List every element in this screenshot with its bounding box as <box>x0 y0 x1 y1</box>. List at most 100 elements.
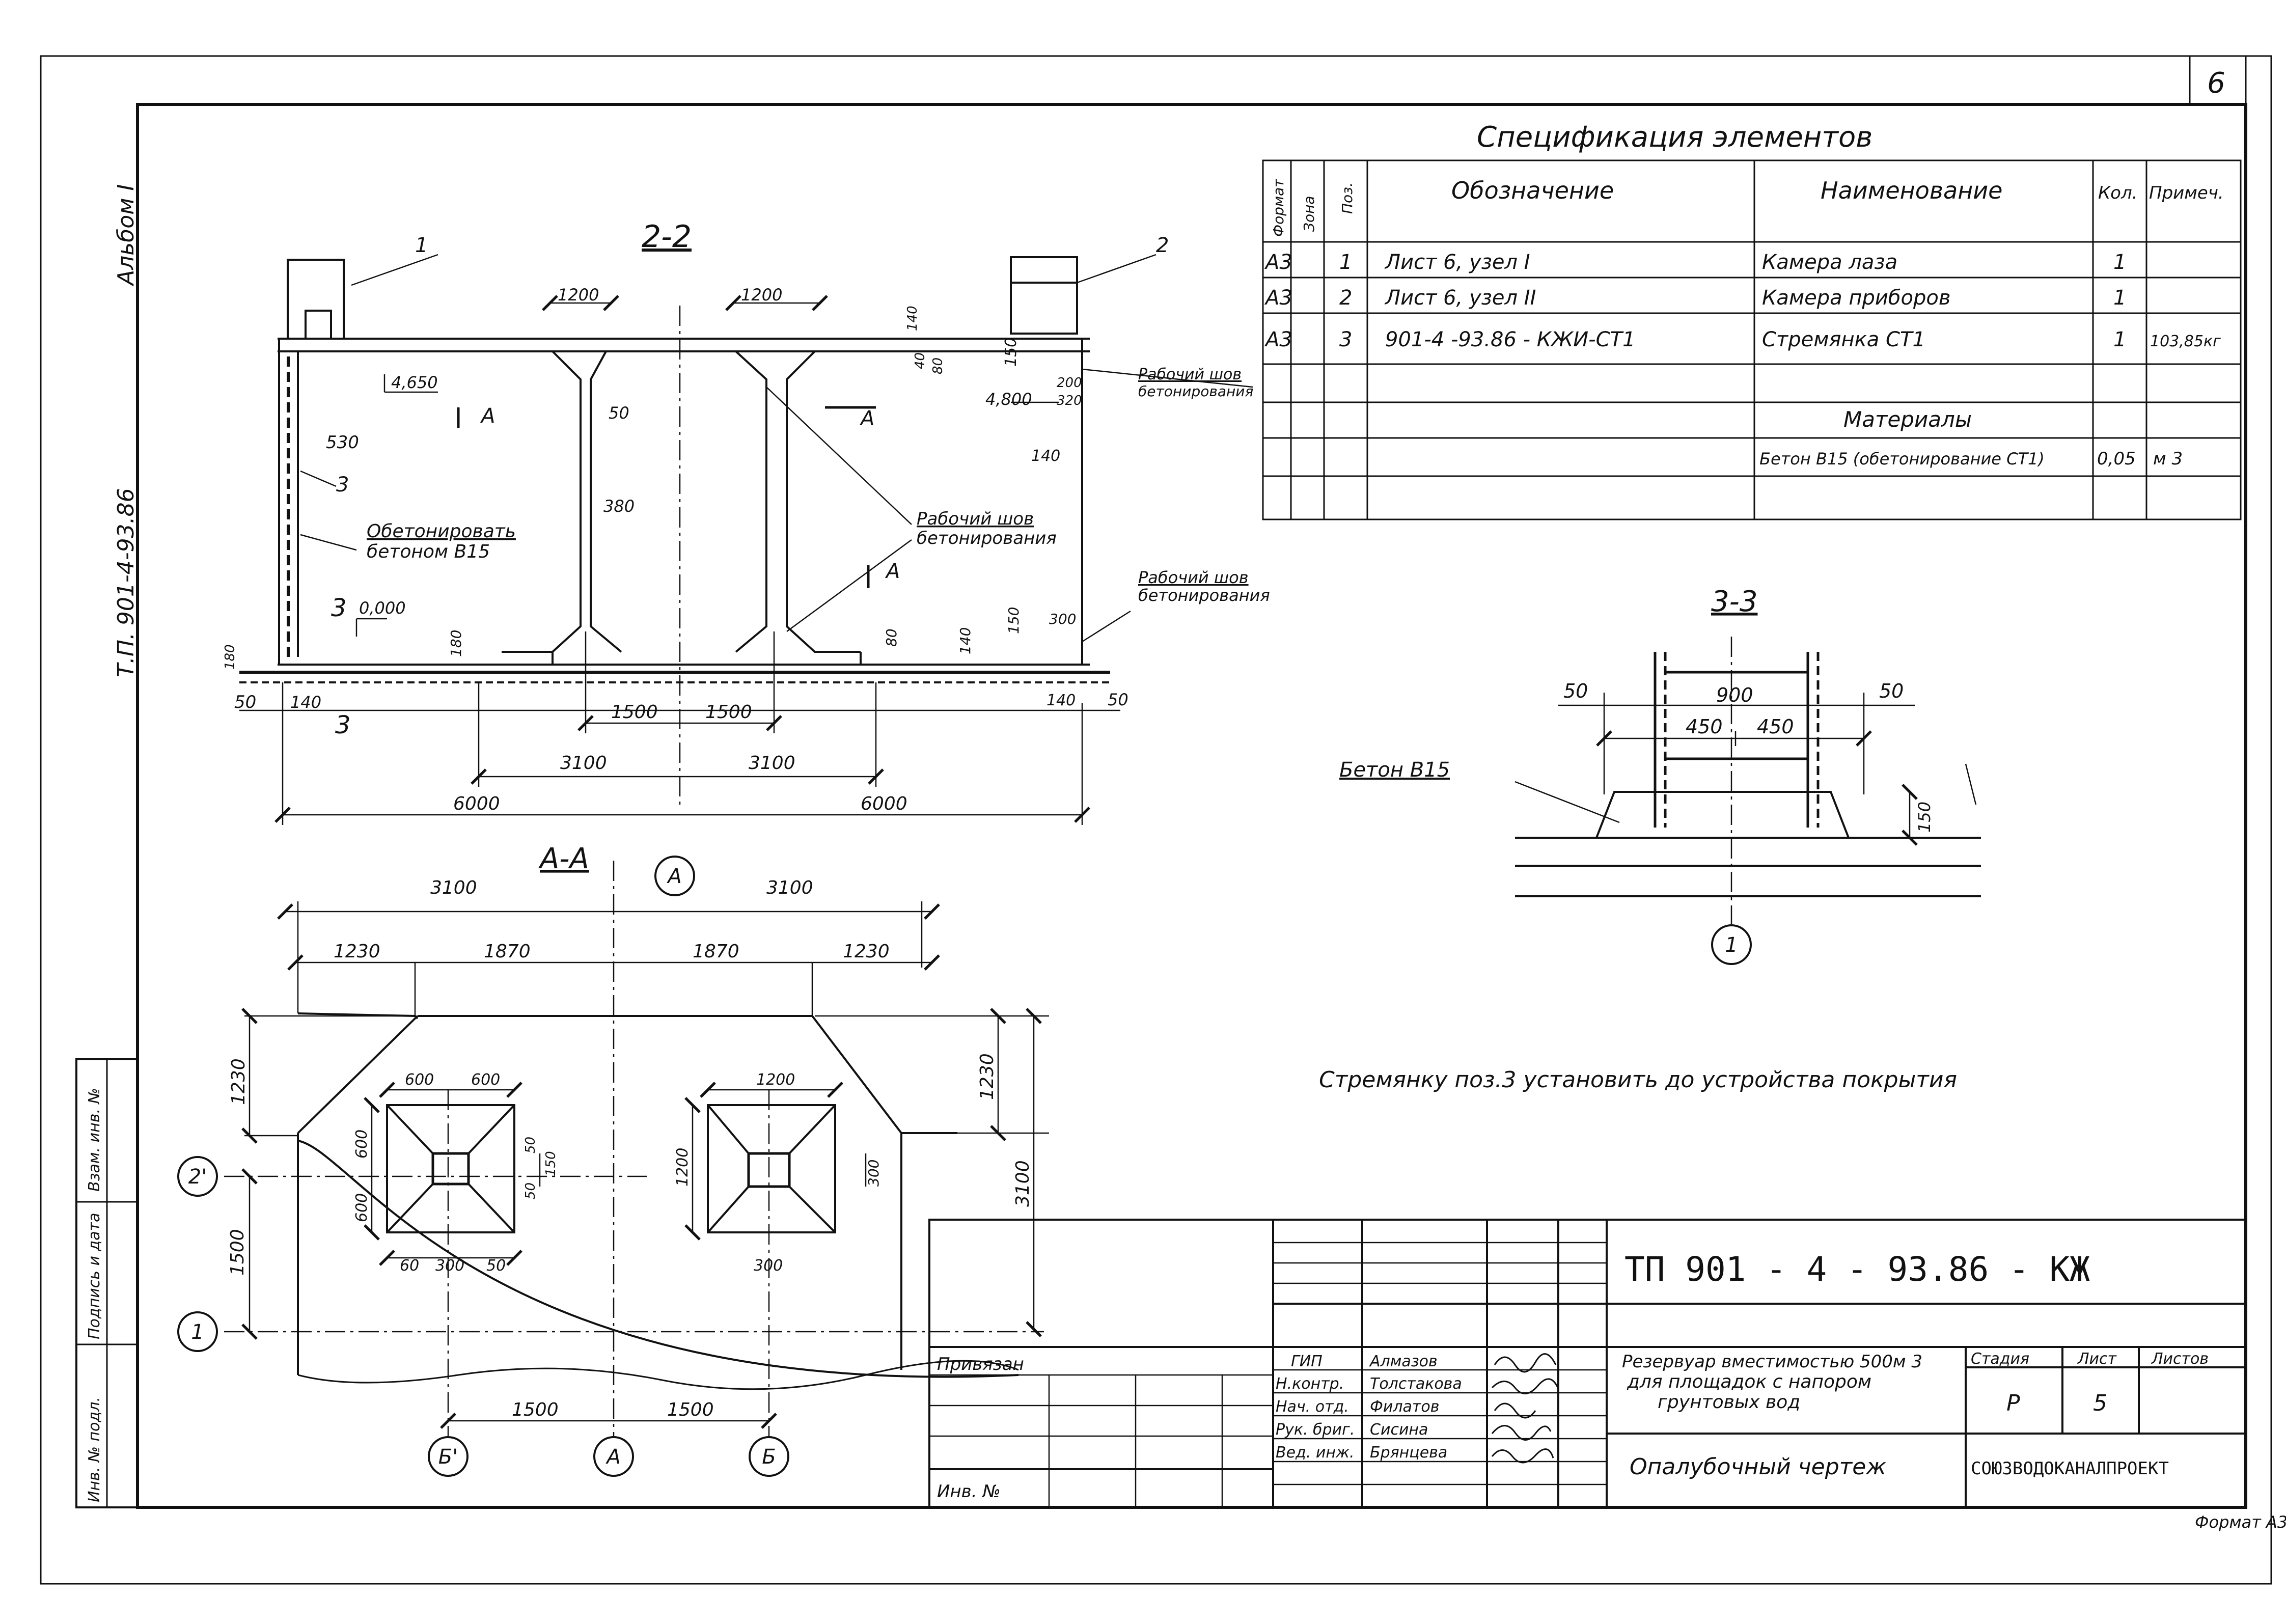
concrete-note-line1: Обетонировать <box>367 521 516 542</box>
stamp-role: Нач. отд. <box>1276 1398 1349 1416</box>
axis-bubble-1 <box>177 1311 218 1352</box>
stamp-role: Вед. инж. <box>1276 1444 1355 1462</box>
stamp-sheets-header: Листов <box>2151 1350 2209 1368</box>
dim-label: 3100 <box>1012 1160 1033 1207</box>
section-mark-a: А <box>859 407 874 430</box>
spec-row-format: А3 <box>1264 251 1292 274</box>
spec-row-designation: Лист 6, узел I <box>1384 251 1530 274</box>
dim-label: 600 <box>353 1130 371 1159</box>
spec-header-qty: Кол. <box>2098 183 2137 203</box>
pos-1-label: 1 <box>415 234 428 257</box>
elevation-label: 0,000 <box>359 598 406 618</box>
dim-label: 380 <box>603 497 635 516</box>
axis-label: 1 <box>1725 933 1738 957</box>
dim-label: 50 <box>609 403 629 423</box>
spec-row-designation: Лист 6, узел II <box>1384 286 1536 310</box>
stamp-role: ГИП <box>1291 1353 1323 1370</box>
spec-material-name: Бетон В15 (обетонирование СТ1) <box>1759 449 2045 469</box>
axis-bubble-b1 <box>428 1436 469 1477</box>
section-mark-a: А <box>885 560 900 583</box>
dim-label: 50 <box>234 692 256 712</box>
dim-label: 1230 <box>334 941 380 962</box>
elevation-label: 4,650 <box>391 373 438 392</box>
spec-row-designation: 901-4 -93.86 - КЖИ-СТ1 <box>1385 328 1635 351</box>
dim-label: 1500 <box>512 1399 559 1420</box>
spec-row-name: Камера приборов <box>1762 286 1950 310</box>
axis-label: Б' <box>438 1445 458 1469</box>
spec-title: Спецификация элементов <box>1477 121 1872 154</box>
stamp-name: Брянцева <box>1370 1444 1447 1462</box>
title-block: ТП 901 - 4 - 93.86 - КЖ Резервуар вмести… <box>928 1219 2247 1508</box>
section-mark-3: 3 <box>335 711 351 739</box>
spec-header-format: Формат <box>1270 179 1287 237</box>
section-3-3-title: 3-3 <box>1711 585 1757 618</box>
specification-table: Спецификация элементов Формат Зона Поз. … <box>1262 121 2242 520</box>
stamp-name: Толстакова <box>1370 1375 1462 1393</box>
dim-label: 1870 <box>484 941 531 962</box>
signatures <box>1491 1353 1559 1464</box>
stamp-stage-header: Стадия <box>1971 1350 2029 1368</box>
dim-label: 1870 <box>693 941 739 962</box>
section-mark-a: А <box>480 404 495 428</box>
pos-3-label: 3 <box>336 473 349 497</box>
pos-2-label: 2 <box>1156 234 1169 257</box>
dim-label: 1230 <box>977 1053 998 1100</box>
spec-row: А3 1 Лист 6, узел I Камера лаза 1 <box>1264 251 2126 274</box>
section-a-a: А-А <box>177 842 1049 1477</box>
axis-bubble-a-bottom <box>593 1436 634 1477</box>
stamp-name: Филатов <box>1370 1398 1439 1416</box>
axis-label: А <box>666 865 681 888</box>
dim-label: 900 <box>1716 684 1753 706</box>
dim-label: 150 <box>1005 607 1022 634</box>
dim-label: 1200 <box>558 285 599 305</box>
axis-bubble-a-top <box>654 856 695 896</box>
dim-label: 320 <box>1057 393 1082 408</box>
stamp-sheet-header: Лист <box>2077 1350 2117 1368</box>
spec-material-note: м 3 <box>2153 449 2183 469</box>
spec-row-qty: 1 <box>2113 251 2126 274</box>
general-note: Стремянку поз.3 установить до устройства… <box>1319 1067 1957 1093</box>
dim-label: 50 <box>1879 680 1904 702</box>
section-2-2-title: 2-2 <box>642 219 692 255</box>
dim-label: 1230 <box>228 1058 249 1105</box>
spec-row-qty: 1 <box>2113 286 2126 310</box>
dim-label: 150 <box>1915 802 1934 833</box>
stamp-inventory-label: Инв. № <box>937 1481 1001 1502</box>
dim-label: 200 <box>1057 375 1082 391</box>
section-2-2: 2-2 <box>223 219 1270 825</box>
axis-label: Б <box>762 1445 776 1469</box>
spec-materials-header: Материалы <box>1843 407 1972 432</box>
dim-label: 3100 <box>430 877 477 898</box>
spec-header-note: Примеч. <box>2149 183 2224 203</box>
axis-bubble-b <box>749 1436 789 1477</box>
spec-row-pos: 3 <box>1339 328 1352 351</box>
dim-label: 150 <box>1002 338 1020 367</box>
dim-label: 140 <box>290 693 321 712</box>
dim-label: 300 <box>1049 611 1076 627</box>
dim-label: 140 <box>957 627 974 654</box>
spec-header-name: Наименование <box>1821 177 2002 204</box>
dim-label: 3100 <box>749 753 795 774</box>
section-a-a-title: А-А <box>538 842 589 875</box>
axis-bubble-1 <box>1711 924 1752 965</box>
concrete-label: Бетон В15 <box>1339 758 1450 782</box>
spec-row: А3 3 901-4 -93.86 - КЖИ-СТ1 Стремянка СТ… <box>1264 328 2221 351</box>
page-number: 6 <box>2207 67 2225 100</box>
side-substitute-label: Взам. инв. № <box>86 1088 103 1192</box>
dim-label: 50 <box>1108 690 1128 709</box>
dim-label: 50 <box>523 1182 538 1199</box>
spec-material-qty: 0,05 <box>2097 449 2136 469</box>
side-inventory-label: Инв. № подл. <box>86 1397 103 1502</box>
dim-label: 1200 <box>756 1071 795 1089</box>
stamp-description-line2: для площадок с напором <box>1627 1371 1871 1392</box>
seam-label-3-line2: бетонирования <box>1138 586 1270 605</box>
dim-label: 1200 <box>674 1148 692 1187</box>
dim-label: 1500 <box>705 702 752 723</box>
spec-row-format: А3 <box>1264 286 1292 310</box>
axis-bubble-2 <box>177 1156 218 1197</box>
seam-label-1-line2: бетонирования <box>1138 383 1253 400</box>
dim-label: 1200 <box>741 285 782 305</box>
frames <box>40 55 2272 1585</box>
stamp-description-line3: грунтовых вод <box>1658 1392 1800 1413</box>
